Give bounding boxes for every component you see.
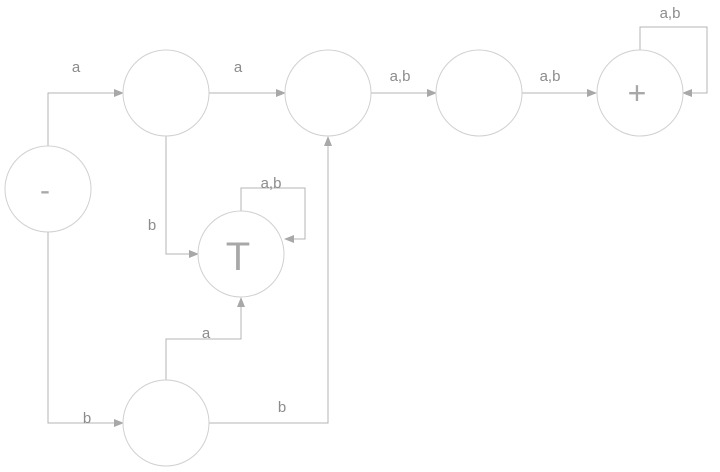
state-start[interactable]: - <box>4 145 92 233</box>
state-s3[interactable] <box>435 49 523 137</box>
edge-s5-to-trap: a <box>165 297 245 380</box>
edge-label-s5-to-trap: a <box>202 325 211 342</box>
state-s2[interactable] <box>284 49 372 137</box>
state-s5[interactable] <box>122 379 210 467</box>
state-start-label: - <box>40 174 50 207</box>
edge-s5-to-s2: b <box>209 136 332 424</box>
state-final[interactable]: + <box>596 49 684 137</box>
edge-label-final-loop: a,b <box>660 5 681 22</box>
edge-label-start-to-s1: a <box>72 59 81 76</box>
edge-label-s5-to-s2: b <box>278 399 286 416</box>
edge-label-s1-to-trap: b <box>148 217 156 234</box>
edge-trap-loop: a,b <box>240 175 306 243</box>
edge-s1-to-trap: b <box>148 136 199 258</box>
edge-start-to-s5: b <box>47 232 124 427</box>
state-trap[interactable]: T <box>197 210 285 298</box>
edge-s3-to-final: a,b <box>522 68 597 97</box>
state-trap-label: T <box>226 235 250 279</box>
edge-s1-to-s2: a <box>209 59 286 97</box>
edge-label-start-to-s5: b <box>83 410 91 427</box>
state-s1[interactable] <box>122 49 210 137</box>
edge-final-loop: a,b <box>639 5 708 97</box>
edge-label-s1-to-s2: a <box>234 59 243 76</box>
edge-label-trap-loop: a,b <box>261 175 282 192</box>
edge-s2-to-s3: a,b <box>371 68 437 97</box>
state-final-label: + <box>628 75 647 111</box>
edge-label-s3-to-final: a,b <box>540 68 561 85</box>
edge-label-s2-to-s3: a,b <box>390 68 411 85</box>
edge-start-to-s1: a <box>47 59 124 146</box>
